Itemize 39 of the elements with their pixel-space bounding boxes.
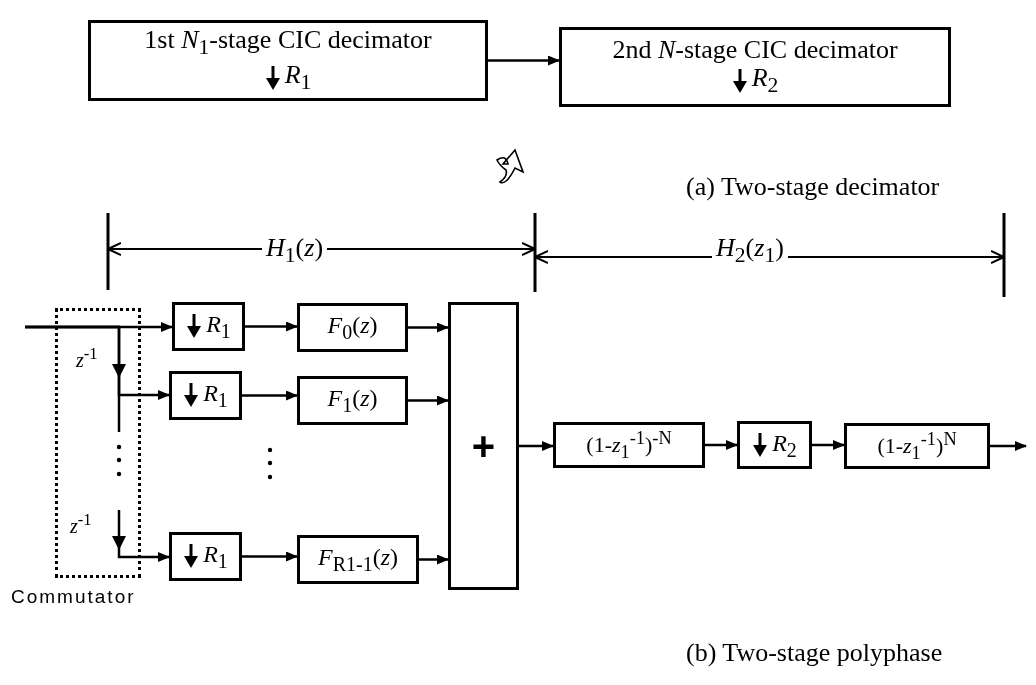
- arrow: [408, 322, 449, 333]
- rate-label: R$_{1}$: [206, 311, 231, 342]
- integrator-box: [553, 422, 705, 468]
- rate-label: R$_{1}$: [203, 541, 228, 572]
- decimator-box: [88, 20, 488, 101]
- comb-box: [844, 423, 990, 469]
- rate-label: R$_{2}$: [772, 429, 797, 461]
- arrow: [408, 395, 449, 406]
- downsampler-box: [169, 371, 242, 420]
- arrow: [242, 551, 298, 562]
- filter-box: [297, 376, 408, 425]
- decimator-box: [559, 27, 951, 107]
- downsampler-box: [737, 421, 812, 469]
- arrow: [245, 321, 298, 332]
- block-label: 2nd N-stage CIC decimator: [612, 35, 898, 65]
- block-label: F$_{0}$(z): [327, 312, 378, 343]
- downsampler-box: [172, 302, 245, 351]
- commutator-label: Commutator: [11, 586, 136, 608]
- arrow: [242, 390, 298, 401]
- arrow: [705, 440, 738, 450]
- arrow: [519, 441, 554, 451]
- rate-label: R$_{1}$: [203, 380, 228, 411]
- arrow: [419, 554, 449, 565]
- arrow: [990, 441, 1027, 451]
- filter-box: [297, 303, 408, 352]
- rate-label: R$_{1}$: [284, 60, 312, 95]
- block-label: (1-z$_{1}$$^{-1}$)$^{-N}$: [586, 428, 672, 462]
- block-label: F$_{R1-1}$(z): [318, 544, 398, 575]
- block-label: 1st N$_{1}$-stage CIC decimator: [144, 26, 432, 61]
- block-label: (1-z$_{1}$$^{-1}$)$^{N}$: [877, 429, 957, 463]
- block-label: F$_{1}$(z): [327, 385, 378, 416]
- arrow: [23, 325, 171, 562]
- plus-sign: +: [471, 424, 496, 468]
- arrow: [812, 440, 845, 450]
- arrow: [488, 55, 560, 66]
- downsampler-box: [169, 532, 242, 581]
- rate-label: R$_{2}$: [751, 64, 779, 99]
- adder-box: [448, 302, 519, 590]
- filter-box: [297, 535, 419, 584]
